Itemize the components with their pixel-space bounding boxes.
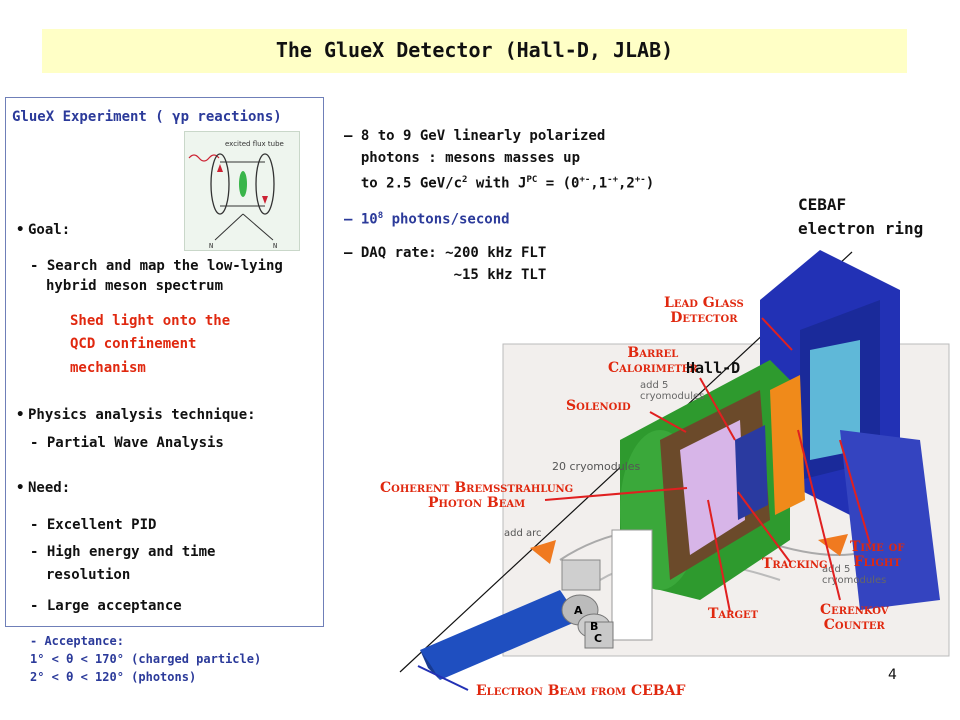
hall-c-label: C [594, 632, 602, 645]
hall-d-label: Hall-D [686, 359, 741, 377]
goal-item: - Search and map the low-lying [30, 258, 283, 274]
target-label: Target [708, 606, 759, 622]
beam-energy-line: – 8 to 9 GeV linearly polarized [344, 128, 606, 144]
need-item-acceptance: - Large acceptance [30, 598, 182, 614]
technique-label: Physics analysis technique: [16, 404, 256, 426]
technique-item: - Partial Wave Analysis [30, 435, 224, 451]
hall-a-label: A [574, 604, 583, 617]
need-label: Need: [16, 477, 70, 499]
quantum-numbers-line: to 2.5 GeV/c2 with JPC = (0+-,1-+,2+-) [344, 175, 655, 192]
cryomodule-label: 20 cryomodules [552, 460, 641, 473]
barrel-calorimeter-label: Barrel Calorimeter [608, 345, 698, 376]
need-item-resolution-cont: resolution [46, 567, 131, 583]
daq-rate-line: – DAQ rate: ~200 kHz FLT [344, 245, 547, 261]
nucleon-label: N [209, 242, 213, 250]
title-banner: The GlueX Detector (Hall-D, JLAB) [42, 29, 907, 73]
need-item-resolution: - High energy and time [30, 544, 216, 560]
highlight-line-1: Shed light onto the [70, 313, 231, 329]
acceptance-note: - Acceptance:1° < θ < 170° (charged part… [30, 634, 262, 684]
panel-heading: GlueX Experiment ( γp reactions) [12, 109, 282, 125]
photon-beam-label: Coherent Bremsstrahlung Photon Beam [380, 480, 574, 511]
daq-rate-line-2: ~15 kHz TLT [344, 267, 547, 283]
electron-beam-label: Electron Beam from CEBAF [476, 683, 686, 699]
cerenkov-label: Cerenkov Counter [820, 602, 889, 633]
highlight-line-3: mechanism [70, 360, 146, 376]
solenoid-label: Solenoid [566, 398, 631, 414]
highlight-line-2: QCD confinement [70, 336, 197, 352]
photon-rate-line: – 108 photons/second [344, 211, 510, 228]
add-arc-label: add arc [504, 528, 542, 539]
flux-tube-label: excited flux tube [225, 140, 284, 148]
goal-item-cont: hybrid meson spectrum [46, 278, 224, 294]
hall-b-label: B [590, 620, 598, 633]
lead-glass-label: Lead Glass Detector [664, 295, 744, 326]
flux-tube-thumbnail: excited flux tube N N [184, 131, 300, 251]
nucleon-label: N [273, 242, 277, 250]
cebaf-ring-label: CEBAF electron ring [798, 195, 924, 238]
tracking-label: Tracking [762, 556, 828, 572]
beam-energy-line-2: photons : mesons masses up [344, 150, 581, 166]
page-title: The GlueX Detector (Hall-D, JLAB) [275, 38, 674, 62]
need-item-pid: - Excellent PID [30, 517, 157, 533]
goal-label: Goal: [16, 219, 70, 241]
page-number: 4 [888, 667, 897, 683]
time-of-flight-label: Time of Flight [850, 539, 905, 570]
